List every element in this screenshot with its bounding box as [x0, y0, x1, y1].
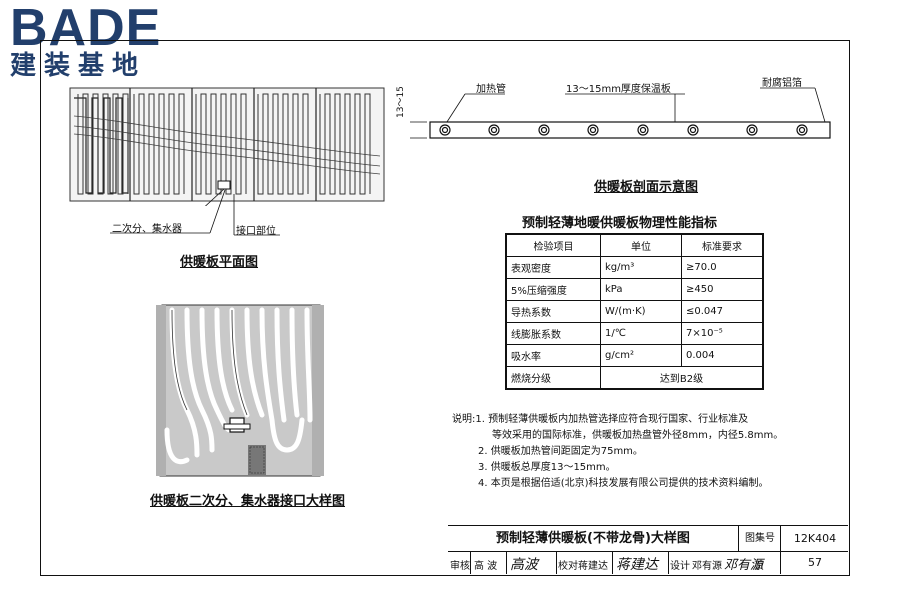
interface-label: 接口部位	[236, 226, 276, 237]
logo-subtitle: 建装基地	[10, 51, 147, 81]
header-cell: 检验项目	[505, 233, 601, 257]
manifold-detail-drawing	[156, 304, 324, 477]
note-item: 4. 本页是根据倍适(北京)科技发展有限公司提供的技术资料编制。	[478, 478, 769, 489]
section-view-drawing	[410, 87, 831, 139]
plan-view-drawing	[69, 87, 385, 206]
table-row: 燃烧分级 达到B2级	[505, 366, 764, 390]
designer-name: 邓有源	[692, 561, 722, 572]
notes-prefix: 说明:	[452, 414, 476, 425]
plan-leader-lines	[110, 189, 280, 236]
table-cell: 1/℃	[600, 322, 682, 345]
section-caption: 供暖板剖面示意图	[594, 180, 699, 195]
table-row: 导热系数 W/(m·K) ≤0.047	[505, 300, 764, 323]
board-label: 13～15mm厚度保温板	[566, 84, 671, 95]
table-row: 表观密度 kg/m³ ≥70.0	[505, 256, 764, 279]
note-item: 3. 供暖板总厚度13～15mm。	[478, 462, 616, 473]
reviewer-name: 高 波	[474, 561, 498, 572]
reviewer-signature: 高波	[510, 557, 538, 573]
table-cell: g/cm²	[600, 344, 682, 367]
review-label: 审核	[450, 561, 470, 572]
checker-name: 蒋建达	[578, 561, 608, 572]
table-row: 线膨胀系数 1/℃ 7×10⁻⁵	[505, 322, 764, 345]
header-cell: 标准要求	[681, 233, 764, 257]
table-cell: 5%压缩强度	[505, 278, 601, 301]
table-cell: 导热系数	[505, 300, 601, 323]
table-row: 吸水率 g/cm² 0.004	[505, 344, 764, 367]
table-cell: 线膨胀系数	[505, 322, 601, 345]
table-header-row: 检验项目 单位 标准要求	[505, 233, 764, 257]
table-title: 预制轻薄地暖供暖板物理性能指标	[522, 216, 718, 231]
notes-block: 说明:1. 预制轻薄供暖板内加热管选择应符合现行国家、行业标准及 等效采用的国际…	[452, 412, 783, 492]
page-label: 页	[754, 561, 764, 572]
title-block: 预制轻薄供暖板(不带龙骨)大样图 图集号 12K404 审核 高 波 高波 校对…	[448, 525, 848, 574]
table-cell: kg/m³	[600, 256, 682, 279]
physical-properties-table: 检验项目 单位 标准要求 表观密度 kg/m³ ≥70.0 5%压缩强度 kPa…	[505, 233, 764, 390]
foil-label: 耐腐铝箔	[762, 78, 802, 89]
check-label: 校对	[558, 561, 578, 572]
table-cell: 7×10⁻⁵	[681, 322, 764, 345]
brand-logo: BADE 建装基地	[8, 2, 178, 80]
page-number: 57	[808, 556, 822, 569]
table-cell: 达到B2级	[600, 366, 764, 390]
designer-signature: 邓有源	[724, 558, 764, 573]
atlas-number: 12K404	[793, 532, 837, 545]
table-cell: 燃烧分级	[505, 366, 601, 390]
logo-text: BADE	[10, 0, 162, 57]
table-cell: 吸水率	[505, 344, 601, 367]
note-item: 等效采用的国际标准，供暖板加热盘管外径8mm，内径5.8mm。	[492, 430, 784, 441]
table-cell: kPa	[600, 278, 682, 301]
detail-caption: 供暖板二次分、集水器接口大样图	[150, 494, 346, 509]
table-cell: ≤0.047	[681, 300, 764, 323]
table-cell: 表观密度	[505, 256, 601, 279]
table-cell: ≥450	[681, 278, 764, 301]
drawing-frame	[40, 40, 850, 576]
pipe-label: 加热管	[476, 84, 506, 95]
design-label: 设计	[670, 561, 690, 572]
header-cell: 单位	[600, 233, 682, 257]
note-item: 1. 预制轻薄供暖板内加热管选择应符合现行国家、行业标准及	[475, 414, 749, 425]
drawing-title: 预制轻薄供暖板(不带龙骨)大样图	[496, 531, 690, 546]
table-cell: ≥70.0	[681, 256, 764, 279]
atlas-label: 图集号	[745, 533, 775, 544]
table-row: 5%压缩强度 kPa ≥450	[505, 278, 764, 301]
table-cell: W/(m·K)	[600, 300, 682, 323]
plan-caption: 供暖板平面图	[180, 255, 259, 270]
note-item: 2. 供暖板加热管间距固定为75mm。	[478, 446, 643, 457]
checker-signature: 蒋建达	[616, 557, 658, 573]
manifold-label: 二次分、集水器	[112, 224, 182, 235]
table-cell: 0.004	[681, 344, 764, 367]
